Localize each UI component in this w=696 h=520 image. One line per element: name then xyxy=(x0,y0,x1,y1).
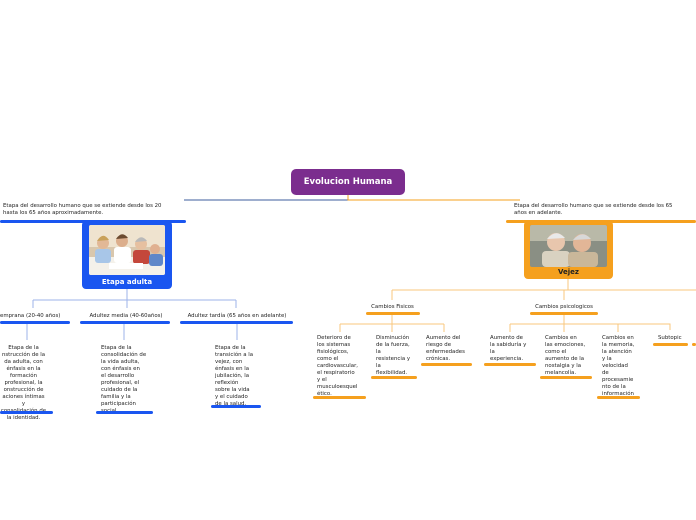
cambios-fisicos-underline xyxy=(366,312,420,315)
media-detail-underline xyxy=(96,411,153,414)
psicologicos-item-1-underline xyxy=(484,363,536,366)
adulta-description: Etapa del desarrollo humano que se extie… xyxy=(3,203,162,216)
psicologicos-item-3[interactable]: Cambios en la memoria, la atención y la … xyxy=(602,335,635,397)
psicologicos-item-3-underline xyxy=(597,396,640,399)
vejez-photo xyxy=(530,225,607,267)
vejez-label: Vejez xyxy=(557,268,579,276)
fisicos-item-2[interactable]: Disminución de la fuerza, la resistencia… xyxy=(376,335,411,376)
fisicos-item-1[interactable]: Deterioro de los sistemas fisiológicos, … xyxy=(317,335,359,397)
subtopic-temprana-title[interactable]: emprana (20-40 años) xyxy=(0,313,61,319)
psicologicos-item-2-underline xyxy=(540,376,592,379)
central-topic-label: Evolucion Humana xyxy=(303,177,393,187)
psicologicos-item-1[interactable]: Aumento de la sabiduría y la experiencia… xyxy=(490,335,527,362)
subtopic-placeholder[interactable]: Subtopic xyxy=(658,335,682,341)
media-detail[interactable]: Etapa de la consolidación de la vida adu… xyxy=(101,345,147,414)
fisicos-item-1-underline xyxy=(313,396,366,399)
subtopic-media-underline xyxy=(80,321,170,324)
etapa-adulta-card[interactable]: Etapa adulta xyxy=(82,221,172,289)
vejez-description: Etapa del desarrollo humano que se extie… xyxy=(514,203,673,216)
fisicos-item-2-underline xyxy=(371,376,417,379)
adulta-photo xyxy=(89,225,165,275)
subtopic-placeholder-underline xyxy=(653,343,688,346)
subtopic-media-title[interactable]: Adultez media (40-60años) xyxy=(89,313,163,319)
fisicos-item-3-underline xyxy=(421,363,472,366)
psicologicos-item-2[interactable]: Cambios en las emociones, como el aument… xyxy=(545,335,586,376)
subtopic-tardia-title[interactable]: Adultez tardía (65 años en adelante) xyxy=(187,313,287,319)
subtopic-tardia-underline xyxy=(180,321,293,324)
subtopic-temprana-underline xyxy=(0,321,70,324)
cambios-psicologicos-underline xyxy=(530,312,598,315)
fisicos-item-3[interactable]: Aumento del riesgo de enfermedades cróni… xyxy=(426,335,465,362)
central-topic[interactable]: Evolucion Humana xyxy=(291,169,405,195)
tardia-detail-underline xyxy=(211,405,261,408)
cambios-psicologicos-title[interactable]: Cambios psicologicos xyxy=(535,304,593,310)
subtopic-overflow-underline xyxy=(692,343,696,346)
cambios-fisicos-title[interactable]: Cambios Fisicos xyxy=(371,304,414,310)
etapa-adulta-label: Etapa adulta xyxy=(101,278,153,286)
temprana-detail-underline xyxy=(0,411,53,414)
vejez-card[interactable]: Vejez xyxy=(524,221,613,279)
tardia-detail[interactable]: Etapa de la transición a la vejez, con é… xyxy=(215,345,254,407)
